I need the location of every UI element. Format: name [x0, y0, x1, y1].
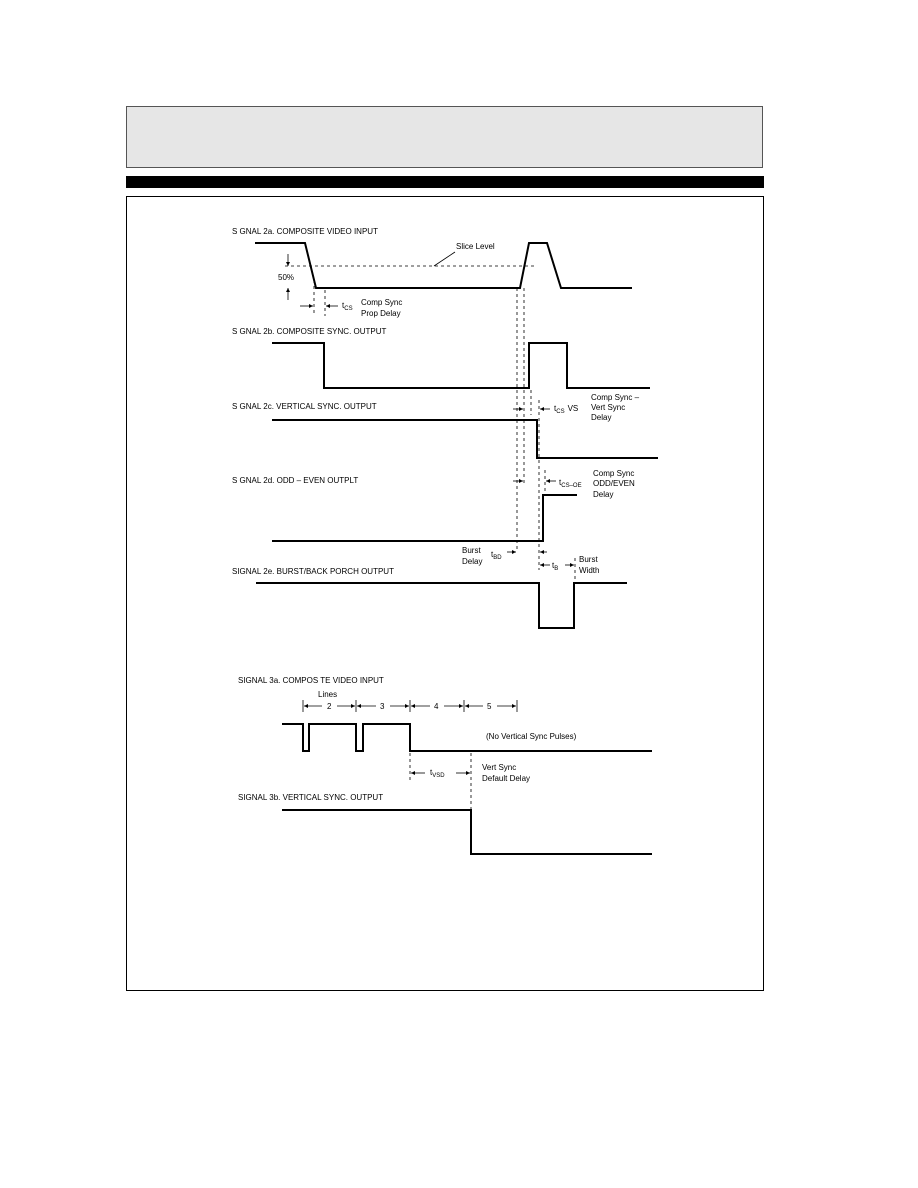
- tcsoe-symbol: tCS–OE: [559, 478, 582, 489]
- burst-width-label-1: Burst: [579, 555, 598, 564]
- comp-sync-prop-label-2: Prop Delay: [361, 309, 401, 318]
- signal-3b-label: SIGNAL 3b. VERTICAL SYNC. OUTPUT: [238, 793, 383, 802]
- line-3-label: 3: [380, 702, 385, 711]
- tcs-symbol: tCS: [342, 301, 353, 312]
- vert-sync-delay-label-1: Comp Sync –: [591, 393, 640, 402]
- oe-delay-label-3: Delay: [593, 490, 613, 499]
- burst-delay-label-1: Burst: [462, 546, 481, 555]
- signal-3a-label: SIGNAL 3a. COMPOS TE VIDEO INPUT: [238, 676, 384, 685]
- tb-symbol: tB: [552, 561, 558, 572]
- slice-level-label: Slice Level: [456, 242, 495, 251]
- signal-2c-waveform: [272, 419, 658, 459]
- signal-2c-label: S GNAL 2c. VERTICAL SYNC. OUTPUT: [232, 402, 377, 411]
- header-box: [126, 106, 763, 168]
- signal-2b-waveform: [272, 342, 650, 389]
- signal-2e-label: SIGNAL 2e. BURST/BACK PORCH OUTPUT: [232, 567, 394, 576]
- lines-label: Lines: [318, 690, 337, 699]
- signal-3b-waveform: [282, 809, 652, 855]
- oe-delay-label-1: Comp Sync: [593, 469, 634, 478]
- slice-level-pointer: [433, 251, 456, 267]
- oe-delay-label-2: ODD/EVEN: [593, 479, 635, 488]
- signal-2b-label: S GNAL 2b. COMPOSITE SYNC. OUTPUT: [232, 327, 387, 336]
- signal-2d-label: S GNAL 2d. ODD – EVEN OUTPLT: [232, 476, 358, 485]
- signal-2d-waveform: [272, 494, 577, 542]
- burst-delay-label-2: Delay: [462, 557, 482, 566]
- line-2-label: 2: [327, 702, 332, 711]
- diagram-frame: [126, 196, 764, 991]
- no-vsync-label: (No Vertical Sync Pulses): [486, 732, 577, 741]
- vert-sync-delay-label-2: Vert Sync: [591, 403, 625, 412]
- vert-sync-delay-label-3: Delay: [591, 413, 611, 422]
- signal-2a-label: S GNAL 2a. COMPOSITE VIDEO INPUT: [232, 227, 378, 236]
- tvsd-symbol: tVSD: [430, 768, 445, 779]
- comp-sync-prop-label-1: Comp Sync: [361, 298, 402, 307]
- line-4-label: 4: [434, 702, 439, 711]
- fifty-pct-label: 50%: [278, 273, 294, 282]
- signal-3a-waveform: [282, 723, 652, 752]
- line-5-label: 5: [487, 702, 492, 711]
- signal-2a-waveform: [255, 242, 632, 289]
- signal-2e-waveform: [256, 582, 627, 629]
- burst-width-label-2: Width: [579, 566, 599, 575]
- vsd-label-2: Default Delay: [482, 774, 530, 783]
- header-bar: [126, 176, 764, 188]
- tbd-symbol: tBD: [491, 550, 502, 561]
- vsd-label-1: Vert Sync: [482, 763, 516, 772]
